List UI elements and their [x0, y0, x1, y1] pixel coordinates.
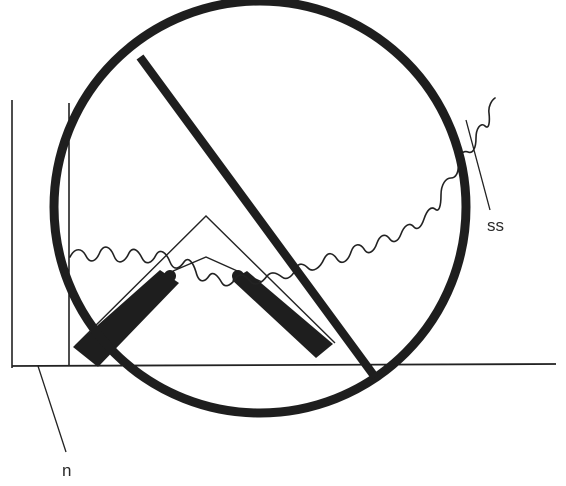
- ground-line: [12, 364, 556, 366]
- label-n: n: [62, 462, 71, 479]
- left-block-knob: [164, 270, 176, 282]
- label-ss: ss: [487, 217, 504, 234]
- right-dark-block: [232, 271, 333, 358]
- prohibition-slash: [140, 57, 375, 377]
- n-leader-line: [38, 366, 66, 452]
- prohibition-circle: [54, 1, 466, 413]
